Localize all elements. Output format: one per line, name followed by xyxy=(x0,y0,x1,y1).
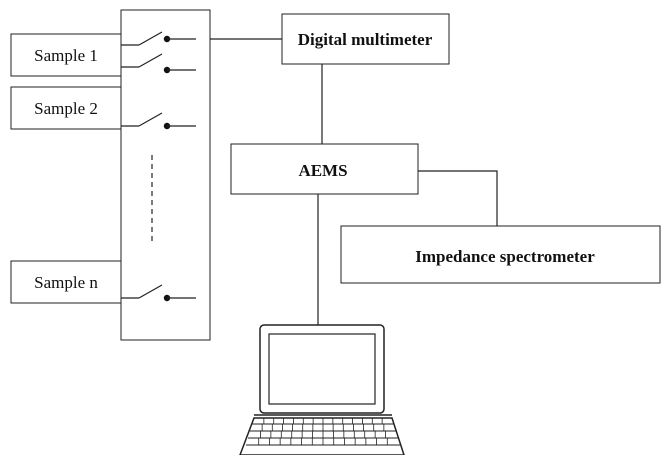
digital-multimeter-label: Digital multimeter xyxy=(298,30,433,49)
digital-multimeter-box[interactable]: Digital multimeter xyxy=(281,13,450,65)
switch-icon[interactable] xyxy=(121,284,196,302)
laptop-icon[interactable] xyxy=(239,324,405,455)
sample-1-label: Sample 1 xyxy=(34,46,98,65)
switch-icon[interactable] xyxy=(121,112,196,130)
switch-panel xyxy=(120,9,211,341)
sample-1-box[interactable]: Sample 1 xyxy=(10,33,122,77)
switch-icon[interactable] xyxy=(121,31,196,46)
sample-2-label: Sample 2 xyxy=(34,99,98,118)
impedance-spectrometer-label: Impedance spectrometer xyxy=(415,247,595,266)
aems-box[interactable]: AEMS xyxy=(230,143,419,195)
aems-label: AEMS xyxy=(298,161,347,180)
switch-icon[interactable] xyxy=(121,53,196,74)
impedance-spectrometer-box[interactable]: Impedance spectrometer xyxy=(340,225,661,284)
sample-2-box[interactable]: Sample 2 xyxy=(10,86,122,130)
sample-n-box[interactable]: Sample n xyxy=(10,260,122,304)
sample-n-label: Sample n xyxy=(34,273,98,292)
aems-impedance-wire xyxy=(418,170,498,226)
